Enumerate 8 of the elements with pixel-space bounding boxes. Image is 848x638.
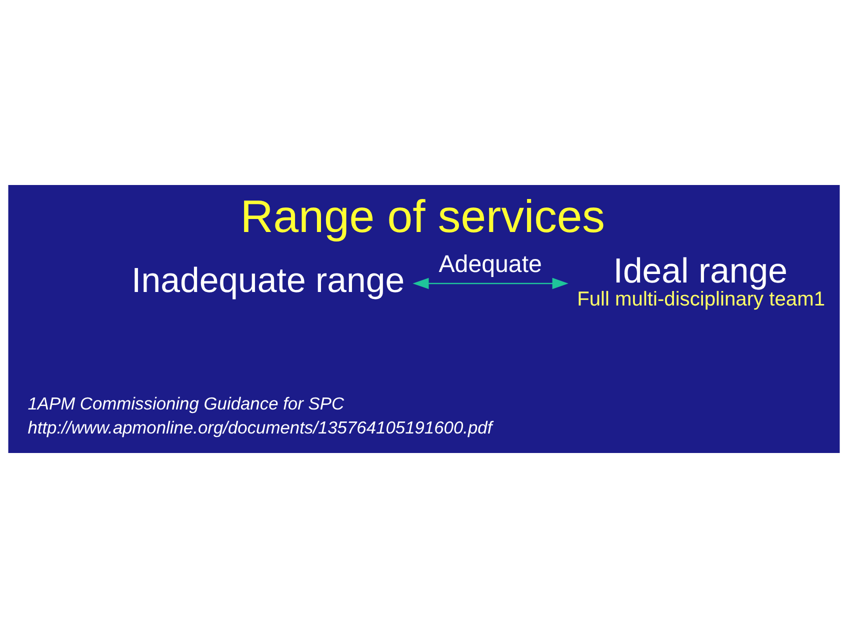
label: http://www.apmonline.org/documents/135764105191600.pdf bbox=[28, 417, 492, 438]
arrow bbox=[412, 278, 568, 290]
node-label: Full multi-disciplinary team1 bbox=[577, 288, 825, 311]
label: 1APM Commissioning Guidance for SPC bbox=[28, 393, 344, 414]
diagram-title: Range of services bbox=[240, 191, 605, 242]
node-text: Ideal range bbox=[613, 252, 788, 291]
node-text: Inadequate range bbox=[132, 260, 405, 300]
edge-label: Adequate bbox=[438, 250, 542, 278]
